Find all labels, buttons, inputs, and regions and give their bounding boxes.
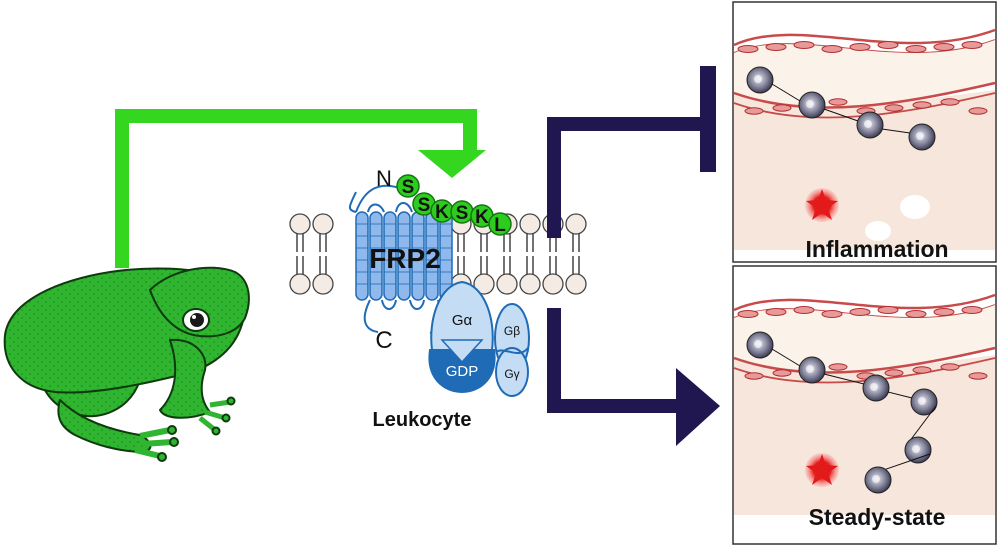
endothelial-cell xyxy=(772,369,792,377)
activation-arrowhead xyxy=(676,368,720,446)
lipid-molecule xyxy=(312,213,334,295)
endothelial-cell xyxy=(737,45,759,53)
g-alpha-subunit xyxy=(430,280,494,351)
transmembrane-helix xyxy=(369,211,383,301)
endothelial-cell xyxy=(877,41,899,49)
migration-arrow xyxy=(771,83,801,102)
endothelial-cell xyxy=(821,310,843,318)
endothelial-cell xyxy=(912,366,932,374)
endothelial-cell xyxy=(940,363,960,371)
residue-letter: K xyxy=(435,202,449,223)
endothelial-cell xyxy=(828,98,848,106)
lipid-bilayer xyxy=(289,213,587,295)
receptor-name: FRP2 xyxy=(369,243,441,274)
endothelial-cell xyxy=(828,363,848,371)
endothelial-cell xyxy=(793,41,815,49)
g-beta-label: Gβ xyxy=(504,324,520,338)
g-alpha-label: Gα xyxy=(452,312,473,329)
g-gamma-subunit xyxy=(495,347,529,397)
endothelial-cell xyxy=(884,104,904,112)
residue-letter: S xyxy=(456,203,469,224)
c-terminus-label: C xyxy=(375,327,392,354)
activation-line xyxy=(547,308,680,413)
n-terminus-label: N xyxy=(376,166,392,191)
endothelial-cell xyxy=(940,98,960,106)
residue-letter: K xyxy=(475,207,489,228)
endothelial-cell xyxy=(765,43,787,51)
migration-arrow xyxy=(887,391,913,399)
endothelial-cell xyxy=(849,308,871,316)
endothelial-cell xyxy=(884,369,904,377)
endothelial-cell xyxy=(772,104,792,112)
lipid-molecule xyxy=(565,213,587,295)
gdp-label: GDP xyxy=(446,363,479,380)
green-arrow xyxy=(115,109,486,268)
peptide-residue: L xyxy=(488,212,512,236)
endothelial-cell xyxy=(933,43,955,51)
lipid-molecule xyxy=(473,213,495,295)
endothelial-cell xyxy=(793,306,815,314)
residue-letter: L xyxy=(494,215,506,236)
endothelial-cell xyxy=(968,372,988,380)
migration-arrow xyxy=(823,108,859,122)
transmembrane-helix xyxy=(411,211,425,301)
cell-label: Leukocyte xyxy=(373,409,472,431)
transmembrane-helix xyxy=(397,211,411,301)
migration-arrow xyxy=(823,373,865,385)
panel-steady-state: Steady-state xyxy=(732,265,997,545)
transmembrane-helix xyxy=(383,211,397,301)
endothelial-cell xyxy=(912,101,932,109)
endothelial-cell xyxy=(933,308,955,316)
lipid-molecule xyxy=(289,213,311,295)
g-gamma-label: Gγ xyxy=(504,367,519,381)
panel-steady-state-label: Steady-state xyxy=(809,504,946,530)
endothelial-cell xyxy=(961,306,983,314)
peptide-residue: S xyxy=(450,200,474,224)
frog-illustration xyxy=(3,266,250,462)
gdp-pocket xyxy=(428,349,496,394)
peptide-residue: K xyxy=(470,204,494,228)
peptide-residue: S xyxy=(412,192,436,216)
endothelial-cell xyxy=(968,107,988,115)
endothelial-cell xyxy=(849,43,871,51)
endothelial-cell xyxy=(905,45,927,53)
g-protein: Gα GDP Gβ Gγ xyxy=(428,280,530,397)
endothelial-cell xyxy=(961,41,983,49)
peptide-residue: S xyxy=(396,174,420,198)
residue-letter: S xyxy=(418,195,431,216)
endothelial-cell xyxy=(744,372,764,380)
panel-inflammation: Inflammation xyxy=(732,1,997,263)
panel-inflammation-label: Inflammation xyxy=(805,236,948,262)
transmembrane-helix xyxy=(355,211,369,301)
endothelial-cell xyxy=(905,310,927,318)
endothelial-cell xyxy=(744,107,764,115)
endothelial-cell xyxy=(765,308,787,316)
lipid-molecule xyxy=(519,213,541,295)
migration-arrow xyxy=(881,128,911,134)
residue-letter: S xyxy=(402,177,415,198)
endothelial-cell xyxy=(821,45,843,53)
inhibition-line xyxy=(547,117,705,238)
peptide-residue: K xyxy=(430,199,454,223)
migration-arrow xyxy=(771,348,801,367)
endothelial-cell xyxy=(737,310,759,318)
endothelial-cell xyxy=(877,306,899,314)
frp2-receptor: FRP2 N C xyxy=(349,166,453,354)
outcome-brackets xyxy=(547,66,716,413)
